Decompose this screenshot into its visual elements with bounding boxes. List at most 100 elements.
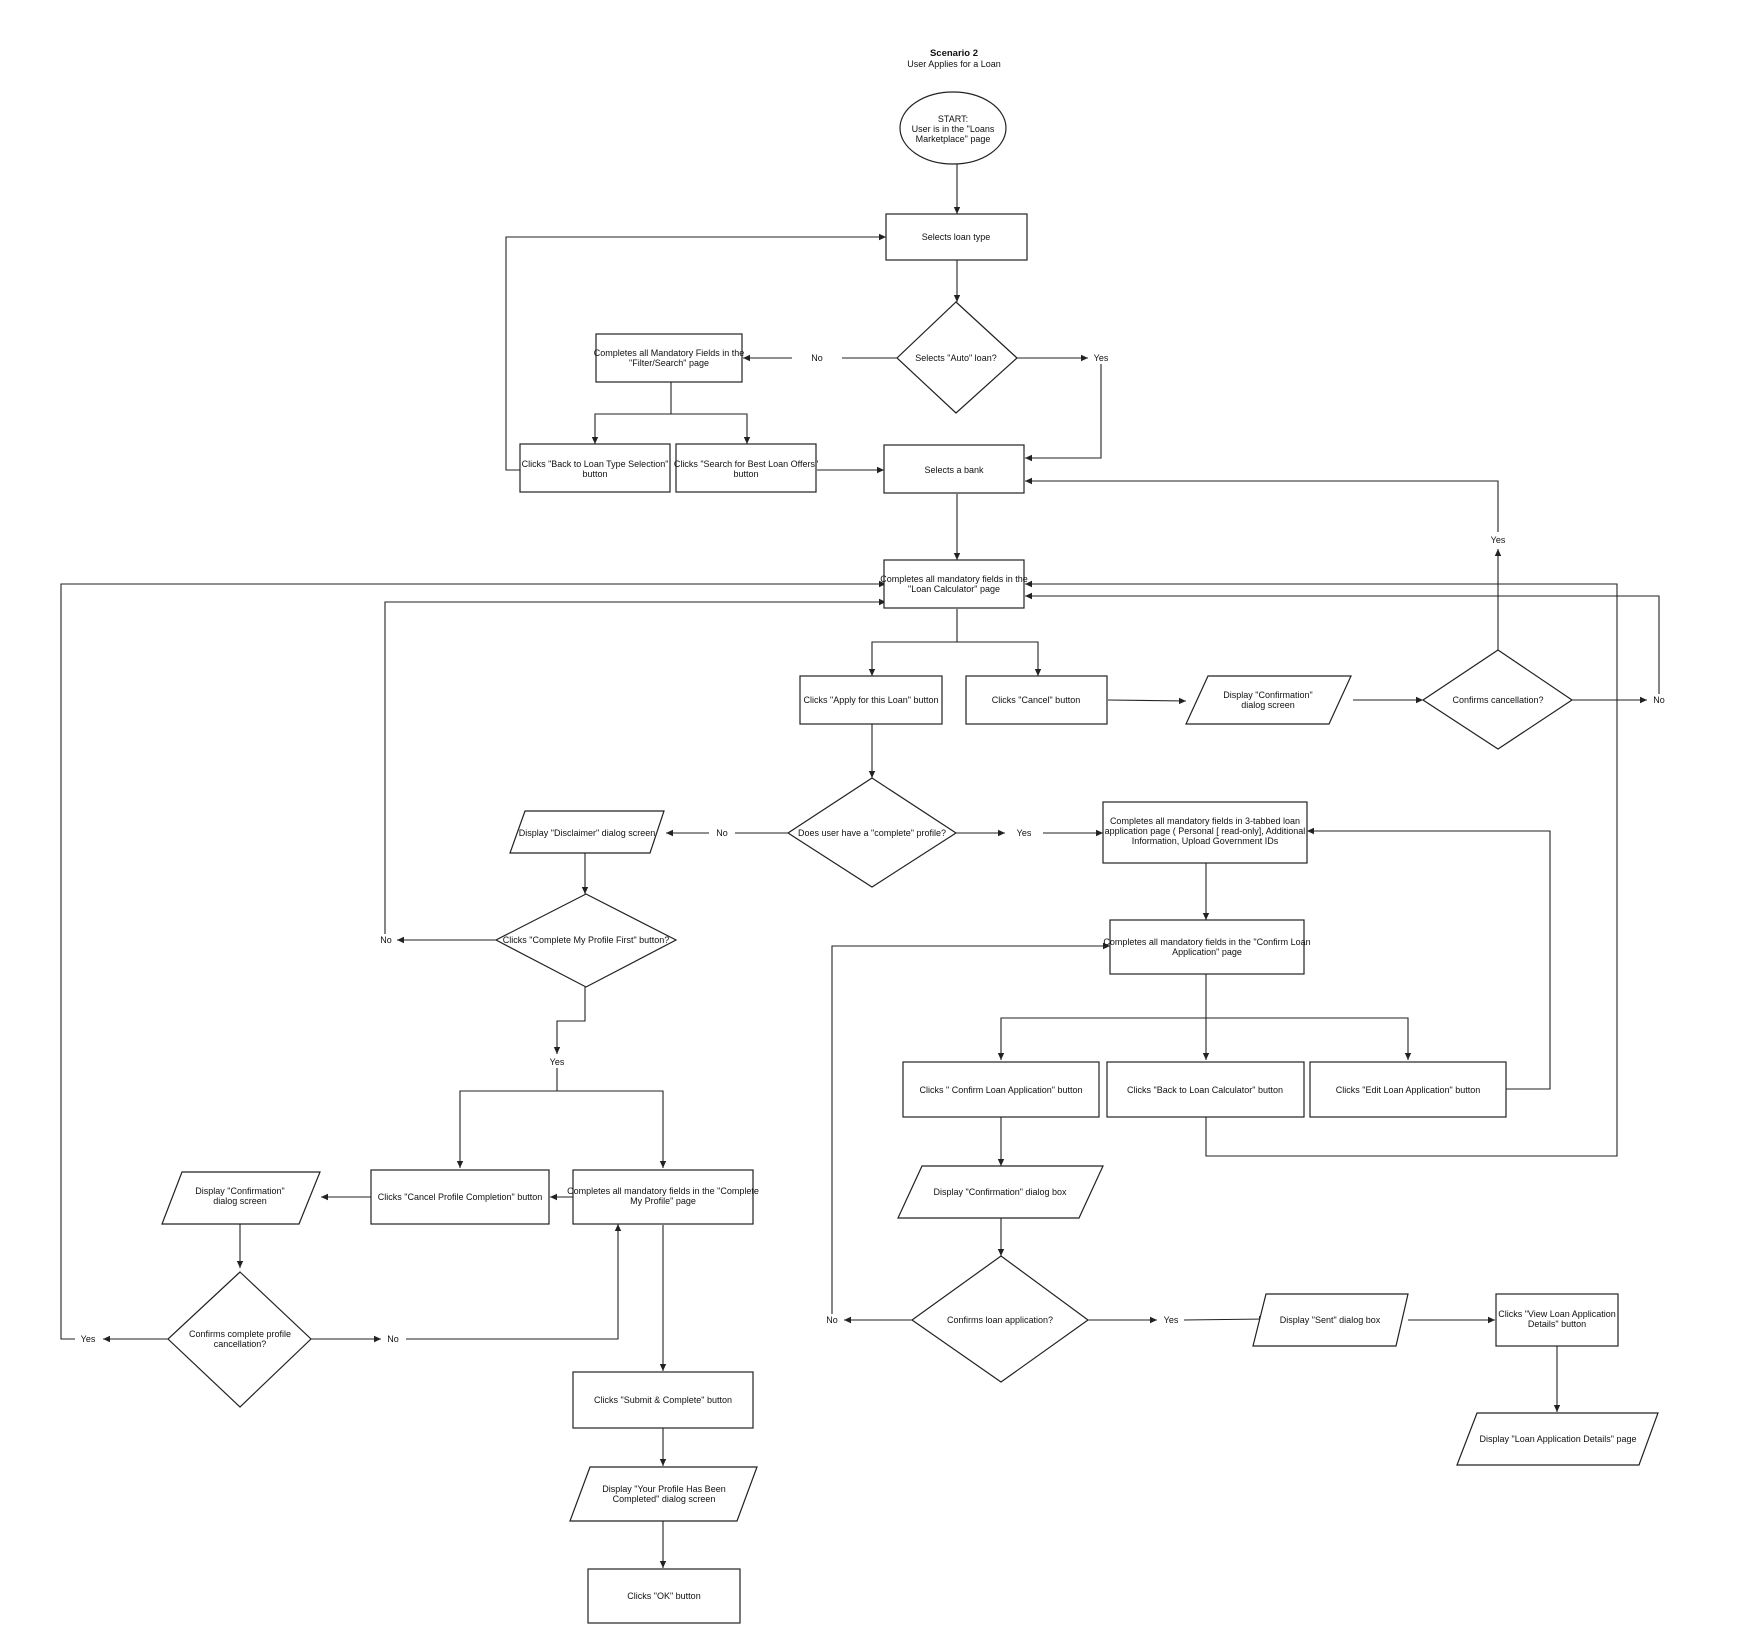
apply-loan-label: Clicks "Apply for this Loan" button	[804, 695, 939, 705]
selects-bank-label: Selects a bank	[924, 465, 984, 475]
display-profile-completed-line-2: Completed" dialog screen	[613, 1494, 716, 1504]
confirm-loan-page-line-2: Application" page	[1172, 947, 1242, 957]
edge-yes-split-right	[557, 1090, 667, 1168]
tabbed-app-shape	[1102, 801, 1308, 864]
apply-loan-shape	[799, 675, 943, 725]
display-confirmation-left-shape	[161, 1171, 321, 1225]
complete-first-decision-shape	[494, 893, 678, 988]
confirms-profile-cancel-shape	[167, 1271, 312, 1408]
edge-back-to-loan-type	[505, 233, 886, 471]
auto-yes-label: Yes	[1094, 353, 1109, 363]
display-confirmation-top-line-2: dialog screen	[1241, 700, 1295, 710]
ok-shape	[587, 1568, 741, 1624]
edge-calc-split	[868, 609, 958, 676]
tabbed-app-line-3: Information, Upload Government IDs	[1132, 836, 1279, 846]
tabbed-app-line-2: application page ( Personal [ read-only]…	[1105, 826, 1306, 836]
profcancel-yes-label: Yes	[81, 1334, 96, 1344]
edge-app-no-back	[831, 942, 1110, 1314]
confirm-loan-page-shape	[1109, 919, 1305, 975]
complete-first-label: Clicks "Complete My Profile First" butto…	[503, 935, 669, 945]
loan-calculator-shape	[883, 559, 1025, 609]
search-best-line-1: Clicks "Search for Best Loan Offers"	[674, 459, 818, 469]
display-confirmation-left-line-1: Display "Confirmation"	[195, 1186, 284, 1196]
search-best-line-2: button	[733, 469, 758, 479]
edge-filter-split-right	[671, 413, 751, 444]
profile-yes-label: Yes	[1017, 828, 1032, 838]
confirms-application-label: Confirms loan application?	[947, 1315, 1053, 1325]
loan-calculator-line-2: "Loan Calculator" page	[908, 584, 1000, 594]
edge-calc-split-right	[957, 641, 1042, 676]
view-details-shape	[1495, 1293, 1619, 1347]
confirm-loan-btn-shape	[902, 1061, 1100, 1118]
diagram-title: Scenario 2	[930, 48, 978, 59]
edit-loan-shape	[1309, 1061, 1507, 1118]
display-details-shape	[1456, 1412, 1659, 1466]
selects-loan-type-label: Selects loan type	[922, 232, 991, 242]
complete-my-profile-line-2: My Profile" page	[630, 1196, 696, 1206]
filter-search-shape	[595, 333, 743, 383]
confirm-loan-page-line-1: Completes all mandatory fields in the "C…	[1103, 937, 1310, 947]
complete-my-profile-line-1: Completes all mandatory fields in the "C…	[567, 1186, 759, 1196]
edit-loan-label: Clicks "Edit Loan Application" button	[1336, 1085, 1480, 1095]
node-labels: START: User is in the "Loans Marketplace…	[189, 114, 1637, 1601]
auto-loan-decision-shape	[896, 301, 1018, 414]
submit-complete-shape	[572, 1371, 754, 1429]
edge-cancel-to-confirmation	[1107, 697, 1187, 705]
filter-search-line-1: Completes all Mandatory Fields in the	[594, 348, 745, 358]
filter-search-line-2: "Filter/Search" page	[629, 358, 709, 368]
edge-confirm-split-left	[997, 1017, 1206, 1060]
confirms-cancellation-label: Confirms cancellation?	[1452, 695, 1543, 705]
cancel-label: Clicks "Cancel" button	[992, 695, 1080, 705]
edge-cancel-no-back	[1025, 592, 1660, 694]
back-loan-type-line-1: Clicks "Back to Loan Type Selection"	[522, 459, 669, 469]
view-details-line-2: Details" button	[1528, 1319, 1586, 1329]
selects-loan-type-shape	[885, 213, 1028, 261]
edge-app-yes-2	[1183, 1315, 1267, 1323]
display-confirmation-top-line-1: Display "Confirmation"	[1223, 690, 1312, 700]
profile-decision-shape	[786, 777, 958, 888]
auto-no-label: No	[811, 353, 823, 363]
confirms-profile-cancel-line-1: Confirms complete profile	[189, 1329, 291, 1339]
edge-confirm-split-right	[1206, 1017, 1412, 1060]
display-sent-shape	[1252, 1293, 1409, 1347]
edge-profcancel-no-back	[406, 1224, 622, 1340]
profile-decision-label: Does user have a "complete" profile?	[798, 828, 946, 838]
cancel-shape	[965, 675, 1108, 725]
start-node-line-3: Marketplace" page	[916, 134, 991, 144]
back-loan-type-line-2: button	[582, 469, 607, 479]
edge-edit-to-tabbed	[1307, 827, 1551, 1090]
edge-auto-yes-2	[1025, 364, 1102, 462]
display-confirmation-box-label: Display "Confirmation" dialog box	[934, 1187, 1067, 1197]
ok-label: Clicks "OK" button	[627, 1591, 700, 1601]
edge-back-to-calculator	[1025, 580, 1618, 1157]
display-confirmation-left-line-2: dialog screen	[213, 1196, 267, 1206]
diagram-subtitle: User Applies for a Loan	[907, 59, 1001, 69]
cancel-yes-label: Yes	[1491, 535, 1506, 545]
complete-my-profile-shape	[572, 1169, 754, 1225]
view-details-line-1: Clicks "View Loan Application	[1498, 1309, 1616, 1319]
cancel-profile-shape	[370, 1169, 550, 1225]
confirms-cancellation-shape	[1421, 649, 1574, 750]
display-confirmation-top-shape	[1185, 675, 1352, 725]
start-node-line-2: User is in the "Loans	[912, 124, 995, 134]
edge-profcancel-yes-back	[60, 580, 886, 1340]
display-profile-completed-line-1: Display "Your Profile Has Been	[602, 1484, 725, 1494]
tabbed-app-line-1: Completes all mandatory fields in 3-tabb…	[1110, 816, 1300, 826]
start-node-line-1: START:	[938, 114, 968, 124]
edge-first-yes	[553, 987, 586, 1054]
submit-complete-label: Clicks "Submit & Complete" button	[594, 1395, 732, 1405]
shapes	[161, 91, 1659, 1624]
search-best-shape	[675, 443, 817, 493]
display-profile-completed-shape	[569, 1466, 758, 1522]
confirms-application-shape	[910, 1255, 1090, 1383]
profcancel-no-label: No	[387, 1334, 399, 1344]
app-yes-label: Yes	[1164, 1315, 1179, 1325]
edge-first-no-back	[384, 598, 886, 934]
display-disclaimer-shape	[509, 810, 665, 854]
first-yes-label: Yes	[550, 1057, 565, 1067]
start-node-shape	[899, 91, 1007, 165]
first-no-label: No	[380, 935, 392, 945]
edge-labels: No Yes Yes No No Yes No Yes No Yes Yes N…	[81, 353, 1665, 1344]
